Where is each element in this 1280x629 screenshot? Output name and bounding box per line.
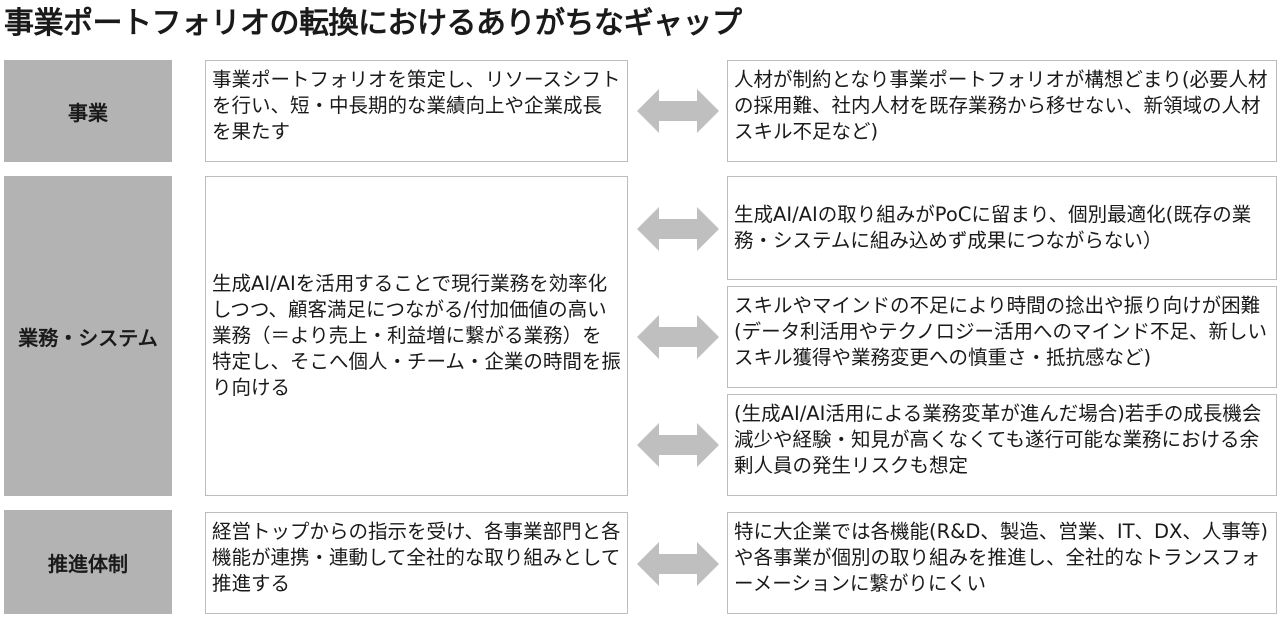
double-arrow-icon	[637, 205, 719, 253]
page-title: 事業ポートフォリオの転換におけるありがちなギャップ	[4, 6, 742, 41]
gap-operations-systems-2: スキルやマインドの不足により時間の捻出や振り向けが困難(データ利活用やテクノロジ…	[727, 286, 1277, 388]
current-state-operations-systems: 生成AI/AIを活用することで現行業務を効率化しつつ、顧客満足につながる/付加価…	[205, 176, 628, 496]
double-arrow-icon	[637, 313, 719, 361]
gap-business-1: 人材が制約となり事業ポートフォリオが構想どまり(必要人材の採用難、社内人材を既存…	[727, 60, 1277, 162]
double-arrow-icon	[637, 421, 719, 469]
gap-operations-systems-1: 生成AI/AIの取り組みがPoCに留まり、個別最適化(既存の業務・システムに組み…	[727, 176, 1277, 280]
category-promotion-structure: 推進体制	[4, 510, 172, 614]
current-state-promotion-structure: 経営トップからの指示を受け、各事業部門と各機能が連携・連動して全社的な取り組みと…	[205, 512, 628, 614]
current-state-business: 事業ポートフォリオを策定し、リソースシフトを行い、短・中長期的な業績向上や企業成…	[205, 60, 628, 162]
gap-operations-systems-1-text: 生成AI/AIの取り組みがPoCに留まり、個別最適化(既存の業務・システムに組み…	[734, 203, 1252, 252]
current-state-operations-systems-text: 生成AI/AIを活用することで現行業務を効率化しつつ、顧客満足につながる/付加価…	[212, 272, 621, 399]
category-business: 事業	[4, 60, 172, 162]
gap-operations-systems-3: (生成AI/AI活用による業務変革が進んだ場合)若手の成長機会減少や経験・知見が…	[727, 394, 1277, 496]
gap-promotion-structure-1: 特に大企業では各機能(R&D、製造、営業、IT、DX、人事等)や各事業が個別の取…	[727, 512, 1277, 614]
double-arrow-icon	[637, 540, 719, 588]
double-arrow-icon	[637, 87, 719, 135]
category-operations-systems: 業務・システム	[4, 176, 172, 496]
